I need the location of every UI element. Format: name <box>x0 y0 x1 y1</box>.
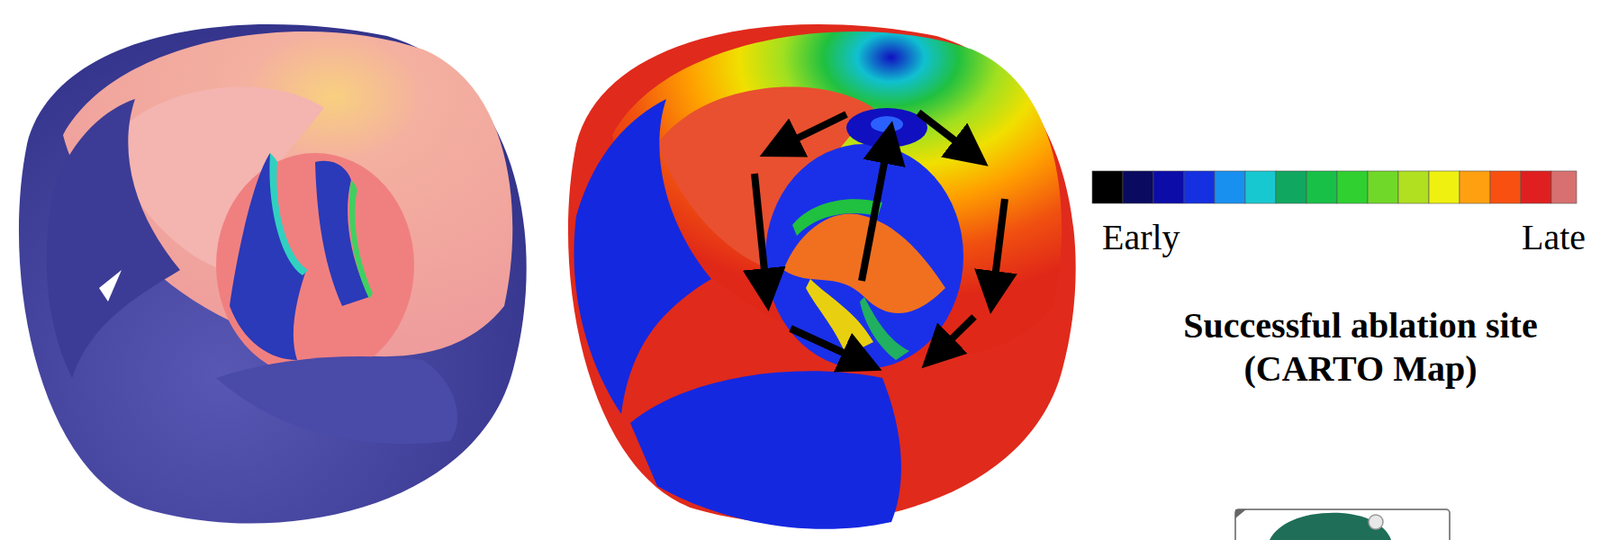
ablation-site-title: Successful ablation site (CARTO Map) <box>1126 304 1595 391</box>
carto-map-thumbnail <box>1235 509 1450 540</box>
middle-heart <box>568 24 1076 530</box>
colorbar-label: Late <box>1521 216 1586 260</box>
color-bar <box>1092 171 1577 204</box>
colorbar-label: Early <box>1102 216 1181 260</box>
left-heart <box>18 24 527 524</box>
